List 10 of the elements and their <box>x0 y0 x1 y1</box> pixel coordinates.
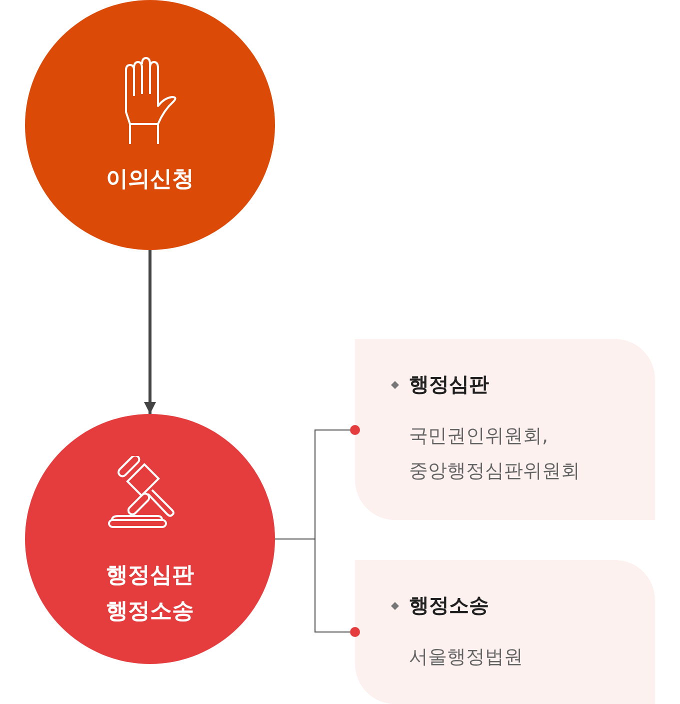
arrow <box>144 250 156 414</box>
step-label: 행정심판 행정소송 <box>105 562 195 626</box>
card-heading: 행정심판 <box>409 371 489 398</box>
info-card <box>355 560 655 704</box>
step-label: 이의신청 <box>105 166 195 194</box>
connector <box>274 538 360 637</box>
card-text: 국민권인위원회, 중앙행정심판위원회 <box>409 424 581 484</box>
info-card <box>355 339 655 520</box>
card-heading: 행정소송 <box>409 592 489 619</box>
card-text: 서울행정법원 <box>409 645 524 670</box>
